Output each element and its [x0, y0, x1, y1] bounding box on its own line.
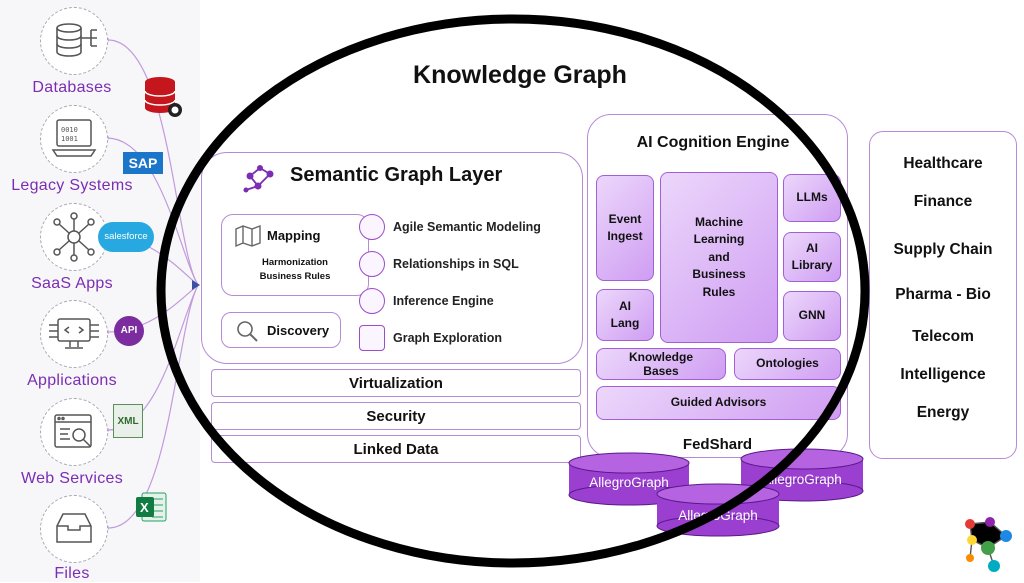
source-label-databases: Databases [32, 79, 112, 96]
gnn-box: GNN [783, 291, 841, 341]
guided-advisors-box: Guided Advisors [596, 386, 841, 420]
salesforce-logo: salesforce [98, 222, 154, 252]
source-label-files: Files [54, 565, 90, 582]
ai-library-box: AI Library [783, 232, 841, 282]
semantic-graph-icon [243, 165, 274, 193]
ingest-word: Ingest [607, 229, 643, 243]
sap-logo: SAP [123, 152, 163, 174]
bases-word: Bases [643, 364, 679, 378]
api-badge: API [114, 316, 144, 346]
industries-panel [869, 131, 1017, 459]
virtualization-layer: Virtualization [211, 369, 581, 397]
feature-graph-exploration: Graph Exploration [393, 331, 503, 345]
knowledge-word: Knowledge [628, 349, 693, 364]
agile-modeling-icon [359, 214, 385, 240]
industry-finance: Finance [913, 193, 973, 210]
magnifier-icon [237, 321, 258, 342]
relationships-sql-icon [359, 251, 385, 277]
ai-library-word-2: Library [791, 258, 833, 272]
svg-text:1001: 1001 [61, 135, 78, 143]
feature-inference-engine: Inference Engine [393, 294, 494, 308]
ml-word-2: Learning [693, 232, 745, 247]
mapping-label: Mapping [267, 228, 321, 243]
xml-file-icon: XML [113, 404, 143, 438]
ai-lang-word-1: AI [618, 298, 631, 313]
graph-exploration-icon [359, 325, 385, 351]
discovery-card [221, 312, 341, 348]
ml-text: Machine Learning and Business Rules [692, 214, 745, 301]
ai-lang-text: AI Lang [611, 298, 640, 333]
ai-lang-word-2: Lang [610, 316, 640, 330]
industry-telecom: Telecom [912, 328, 974, 345]
mapping-subtext: Harmonization Business Rules [221, 256, 369, 284]
industry-energy: Energy [916, 404, 970, 421]
legacy-system-icon: 0010 1001 [40, 105, 108, 173]
ontologies-box: Ontologies [734, 348, 841, 380]
ai-engine-title: AI Cognition Engine [636, 134, 790, 151]
source-label-legacy-systems: Legacy Systems [11, 177, 133, 194]
feature-agile-semantic-modeling: Agile Semantic Modeling [393, 220, 541, 234]
database-icon [40, 7, 108, 75]
allegrograph-logo [965, 517, 1012, 572]
map-icon [235, 224, 261, 248]
application-monitor-icon [40, 300, 108, 368]
linked-data-layer: Linked Data [211, 435, 581, 463]
source-label-saas-apps: SaaS Apps [31, 275, 113, 292]
ml-word-3: and [708, 249, 730, 264]
excel-icon: X [136, 492, 167, 522]
file-box-icon [40, 495, 108, 563]
mapping-sub-business-rules: Business Rules [259, 271, 331, 282]
knowledge-graph-title: Knowledge Graph [413, 61, 627, 89]
saas-network-icon [40, 203, 108, 271]
ml-word-1: Machine [694, 215, 743, 230]
discovery-label: Discovery [267, 323, 330, 338]
source-label-applications: Applications [27, 372, 117, 389]
mapping-card [221, 214, 369, 296]
allegrograph-label-1: AllegroGraph [589, 475, 669, 490]
allegrograph-label-2: AllegroGraph [762, 472, 842, 487]
industry-healthcare: Healthcare [903, 155, 983, 172]
industry-intelligence: Intelligence [900, 366, 986, 383]
web-services-icon [40, 398, 108, 466]
ml-word-4: Business [692, 267, 746, 282]
semantic-layer-title: Semantic Graph Layer [290, 164, 503, 186]
ai-library-word-1: AI [806, 240, 818, 255]
ai-lang-box: AI Lang [596, 289, 654, 341]
database-red-icon [144, 77, 182, 117]
mapping-sub-harmonization: Harmonization [262, 257, 328, 268]
source-label-web-services: Web Services [20, 470, 123, 487]
industry-supply-chain: Supply Chain [893, 241, 993, 258]
svg-text:X: X [140, 500, 149, 515]
ml-word-5: Rules [702, 284, 736, 299]
industry-pharma-bio: Pharma - Bio [895, 286, 991, 303]
inference-engine-icon [359, 288, 385, 314]
fedshard-label: FedShard [682, 436, 753, 453]
security-layer: Security [211, 402, 581, 430]
ai-library-text: AI Library [792, 240, 833, 275]
feature-relationships-in-sql: Relationships in SQL [393, 257, 519, 271]
ml-business-rules-box: Machine Learning and Business Rules [660, 172, 778, 343]
svg-text:0010: 0010 [61, 126, 78, 134]
event-word: Event [608, 211, 642, 226]
